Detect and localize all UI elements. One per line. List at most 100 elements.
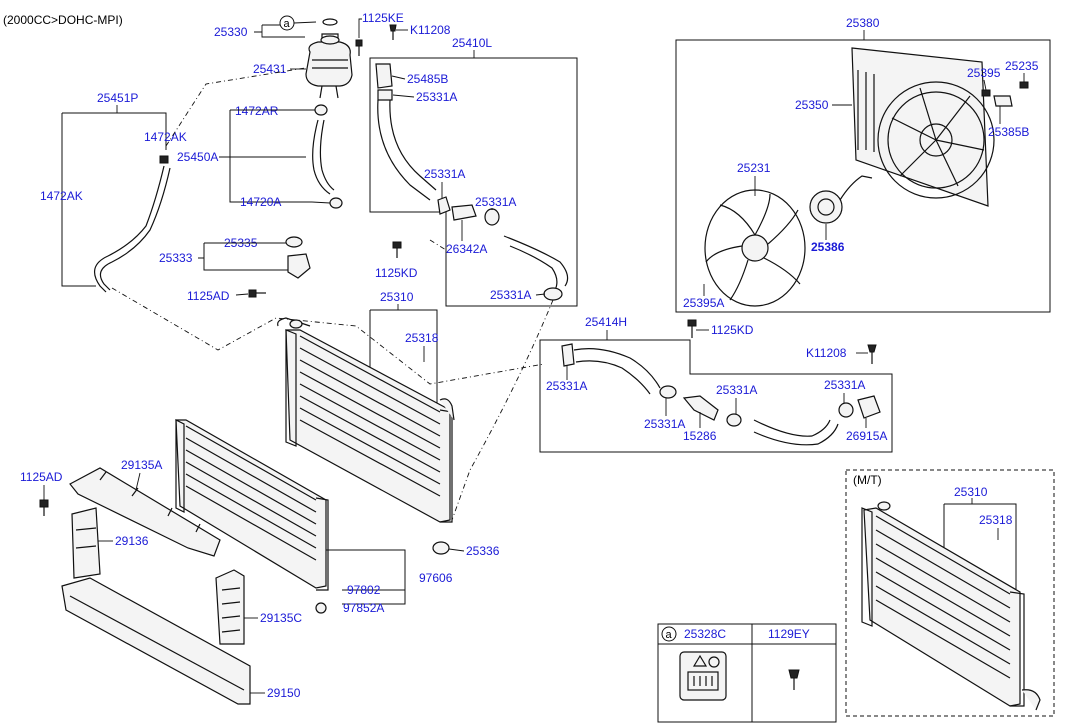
label-1125ad-1: 1125AD	[187, 289, 230, 303]
upper-hose-drawing	[375, 63, 437, 201]
connector-25385b-drawing	[993, 95, 1013, 107]
cap-97852a-drawing	[315, 602, 327, 614]
legend-part-25328c: 25328C	[684, 627, 726, 641]
dashline-4	[451, 299, 554, 521]
fan-blade-drawing	[704, 189, 806, 307]
label-25451p: 25451P	[97, 91, 138, 105]
bracket-25333	[198, 242, 294, 271]
group-box-25410l	[369, 57, 578, 307]
fan-motor-drawing	[809, 175, 873, 224]
legend-table	[657, 623, 837, 723]
label-1472ak-2: 1472AK	[40, 189, 83, 203]
radiator-mt-drawing	[861, 501, 1041, 711]
label-25450a: 25450A	[177, 150, 218, 164]
reservoir-cap-drawing	[322, 18, 338, 26]
resistor-25235-drawing	[1019, 81, 1029, 89]
legend-part-1129ey: 1129EY	[768, 627, 810, 641]
fan-shroud-drawing	[851, 47, 995, 207]
group-box-25414h	[539, 339, 893, 453]
label-25235: 25235	[1005, 59, 1039, 73]
label-25331a-5: 25331A	[546, 379, 587, 393]
clip-k11208-top-drawing	[389, 24, 397, 40]
mount-bracket-drawing	[285, 236, 311, 279]
clamp-25331a-3-drawing	[484, 208, 500, 226]
label-25350: 25350	[795, 98, 829, 112]
bolt-1125kd-2-drawing	[687, 319, 697, 338]
label-25331a-6: 25331A	[644, 417, 685, 431]
label-29136: 29136	[115, 534, 149, 548]
bolt-1125ke-drawing	[355, 39, 363, 56]
label-25431: 25431	[253, 62, 287, 76]
label-mt: (M/T)	[853, 473, 882, 487]
label-25331a-7: 25331A	[716, 383, 757, 397]
ref-letter-a: a	[666, 629, 673, 641]
label-25331a-8: 25331A	[824, 378, 865, 392]
engine-spec-header: (2000CC>DOHC-MPI)	[3, 13, 123, 27]
dashline-3	[429, 239, 447, 251]
lower-hose-drawing	[561, 343, 881, 446]
bolt-1125kd-1-drawing	[392, 241, 402, 258]
label-25386: 25386	[811, 240, 845, 254]
caution-label-icon	[679, 651, 727, 701]
label-25485b: 25485B	[407, 72, 448, 86]
label-25331a-3: 25331A	[475, 195, 516, 209]
ref-circle-a	[661, 626, 677, 642]
label-25336: 25336	[466, 544, 500, 558]
bracket-97606	[326, 549, 406, 605]
label-25231: 25231	[737, 161, 771, 175]
label-1472ar: 1472AR	[235, 104, 279, 118]
label-1125kd-1: 1125KD	[375, 266, 418, 280]
label-25318-mt: 25318	[979, 513, 1013, 527]
clip-1129ey-icon	[788, 669, 800, 690]
label-97802: 97802	[347, 583, 381, 597]
dashline-2	[111, 287, 545, 385]
label-1125ke: 1125KE	[362, 11, 404, 25]
label-k11208-2: K11208	[806, 346, 847, 360]
label-26342a: 26342A	[446, 242, 487, 256]
breather-hose-drawing	[312, 104, 343, 209]
label-1125kd-2: 1125KD	[711, 323, 754, 337]
air-guard-29136-drawing	[71, 507, 101, 579]
bolt-1125ad-1-drawing	[248, 289, 266, 298]
fitting-26342a-drawing	[451, 204, 477, 221]
label-14720a: 14720A	[240, 195, 281, 209]
clamp-25331a-2-drawing	[437, 196, 451, 215]
label-29135c: 29135C	[260, 611, 302, 625]
label-1125ad-2: 1125AD	[20, 470, 63, 484]
air-guard-29135c-drawing	[215, 569, 245, 645]
bolt-1125ad-2-drawing	[39, 499, 49, 516]
screw-25395-drawing	[981, 89, 991, 97]
label-25310-mt: 25310	[954, 485, 988, 499]
label-25380: 25380	[846, 16, 880, 30]
air-guard-29135a-drawing	[69, 467, 221, 557]
radiator-drawing	[277, 317, 455, 523]
label-25395: 25395	[967, 66, 1001, 80]
label-25385b: 25385B	[988, 125, 1029, 139]
label-29135a: 29135A	[121, 458, 162, 472]
drain-plug-25336-drawing	[432, 541, 450, 555]
clip-k11208-2-drawing	[867, 344, 877, 364]
label-25318: 25318	[405, 331, 439, 345]
label-25331a-1: 25331A	[416, 90, 457, 104]
label-25330: 25330	[214, 25, 248, 39]
label-29150: 29150	[267, 686, 301, 700]
label-25414h: 25414H	[585, 315, 627, 329]
dashline-1	[165, 67, 306, 147]
label-25395a: 25395A	[683, 296, 724, 310]
ref-letter-a-top: a	[284, 18, 291, 30]
label-1472ak-1: 1472AK	[144, 130, 187, 144]
label-25310: 25310	[380, 290, 414, 304]
condenser-drawing	[175, 419, 329, 591]
group-box-25380	[675, 39, 1051, 313]
reservoir-tank-drawing	[305, 33, 353, 99]
label-25410l: 25410L	[452, 36, 492, 50]
label-15286: 15286	[683, 429, 717, 443]
bypass-pipe-drawing	[93, 155, 171, 293]
label-25331a-2: 25331A	[424, 167, 465, 181]
lower-panel-29150-drawing	[61, 577, 251, 705]
label-25331a-4: 25331A	[490, 288, 531, 302]
label-97606: 97606	[419, 571, 453, 585]
bracket-25450a	[229, 109, 316, 203]
label-26915a: 26915A	[846, 429, 887, 443]
